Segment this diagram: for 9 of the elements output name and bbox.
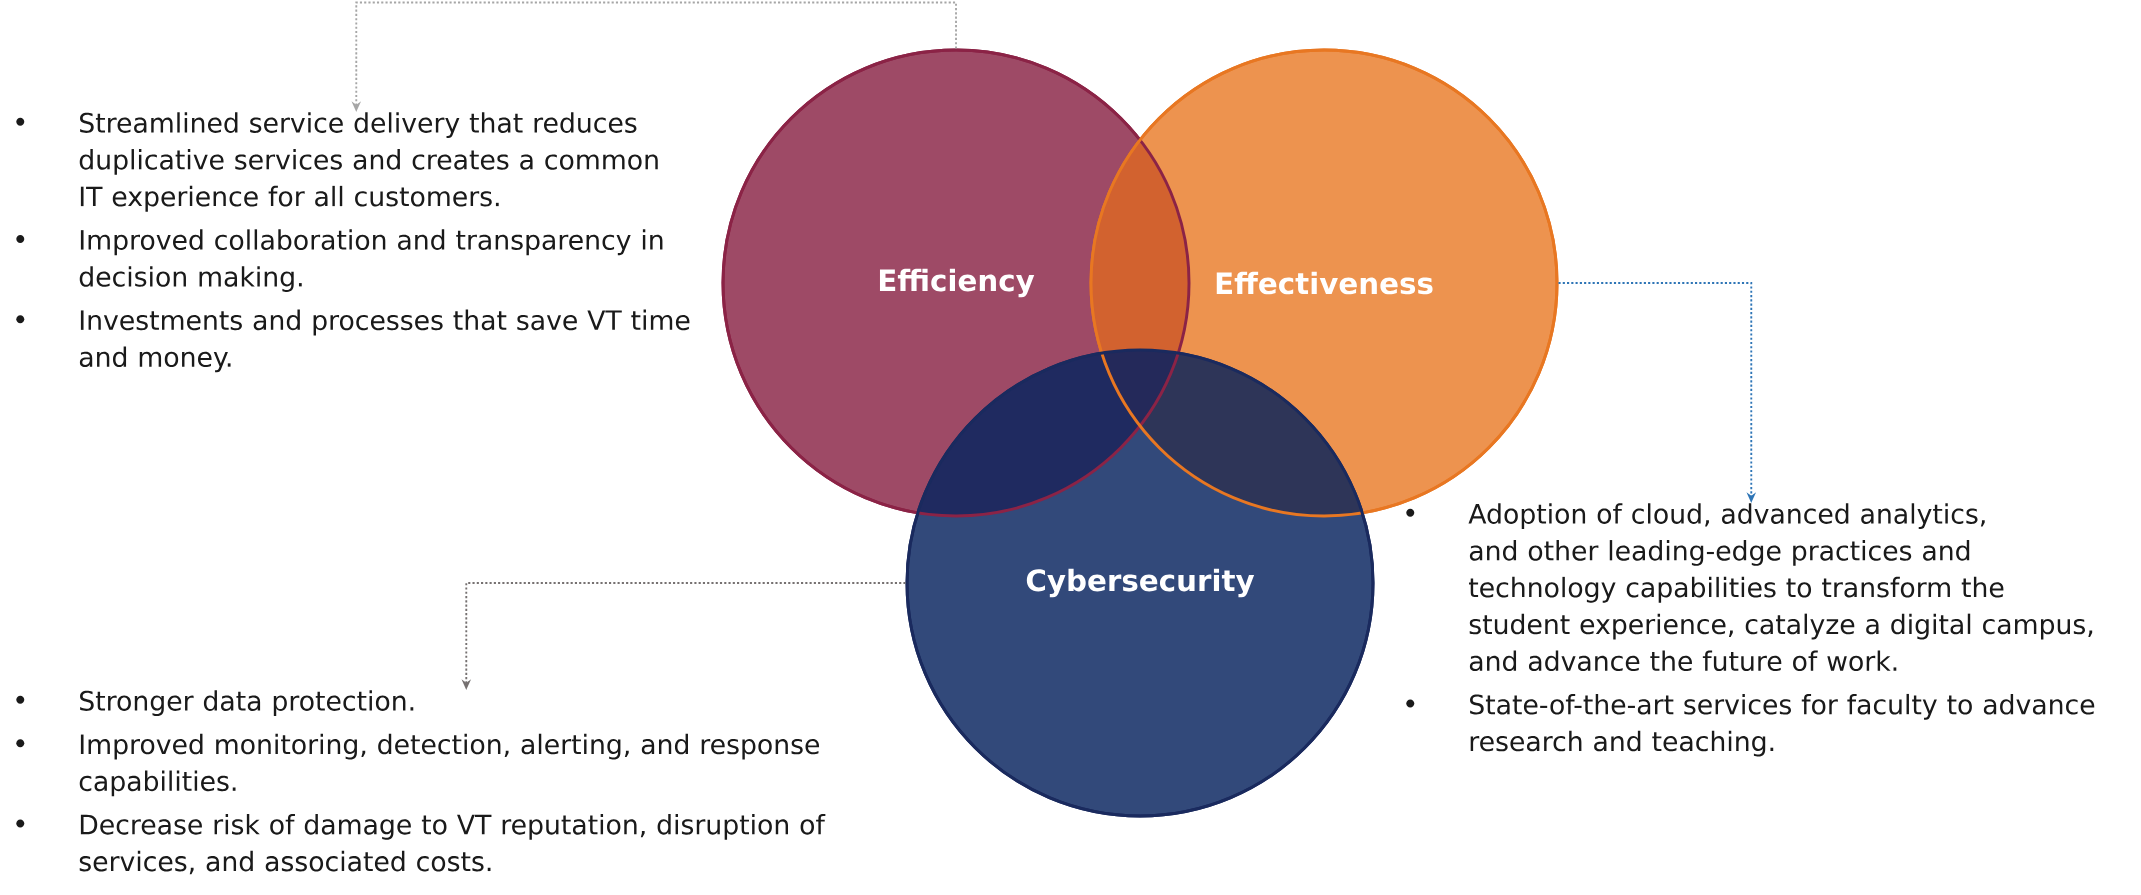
node-label: State-of-the-art services for faculty to advance research and teaching. [1470,693,2095,757]
node-label: Improved collaboration and transparency in decision making. [79,229,663,292]
node-label: Stronger data protection. [80,690,414,717]
bullet-list: Streamlined service delivery that reduces duplicative services and creates a common IT experience for all customers. Improved collaboration and transparency in decision making. Investments and processes that save VT time and money. [16,112,690,373]
node-label: Improved monitoring, detection, alerting, and response capabilities. [79,733,820,797]
node-label: Investments and processes that save VT time and money. [79,309,690,373]
node-label: Streamlined service delivery that reduces duplicative services and creates a common IT experience for all customers. [79,112,658,212]
node-label: Decrease risk of damage to VT reputation, disruption of services, and associated costs. [79,813,826,875]
bullet-list: Stronger data protection. Improved monitoring, detection, alerting, and response capabilities. Decrease risk of damage to VT reputation, disruption of services, and associated costs. [16,690,826,875]
